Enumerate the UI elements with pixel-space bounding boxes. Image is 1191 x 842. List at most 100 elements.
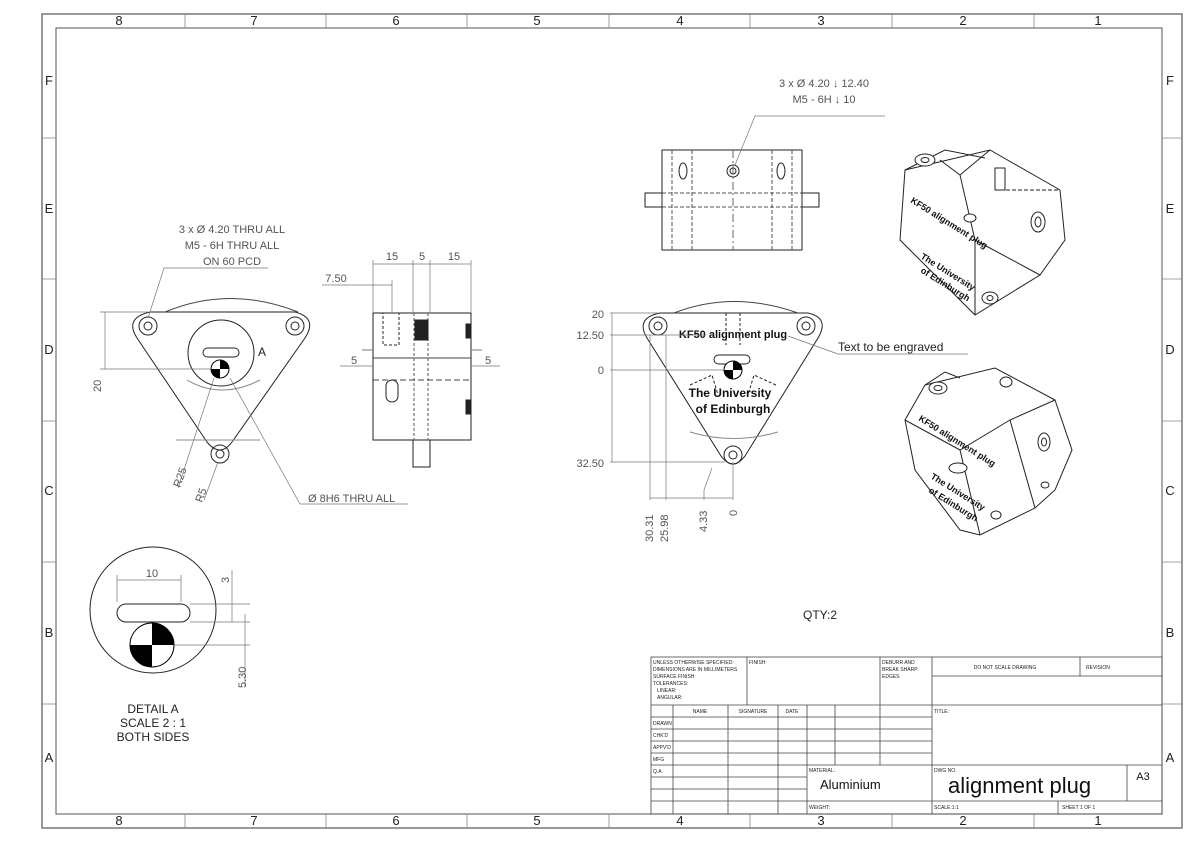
zone-bottom-5: 5 (533, 813, 540, 828)
tb-sheet-label: SHEET 1 OF 1 (1062, 805, 1095, 811)
dim-15-right: 15 (448, 251, 460, 263)
zone-left-A: A (45, 750, 54, 765)
tb-dwg-number: alignment plug (948, 773, 1091, 798)
tb-deburr-3: EDGES (882, 674, 900, 680)
tb-tolerance-3: SURFACE FINISH: (653, 674, 696, 680)
zone-bottom-6: 6 (392, 813, 399, 828)
ordinate-x-25-98: 25.98 (659, 514, 671, 542)
zone-left-C: C (44, 483, 53, 498)
tb-header-signature: SIGNATURE (739, 709, 768, 715)
ordinate-y-0: 0 (598, 365, 604, 377)
engrave-note: Text to be engraved (838, 340, 943, 354)
dim-15-left: 15 (386, 251, 398, 263)
tb-tolerance-6: ANGULAR: (657, 695, 683, 701)
detail-dim-3: 3 (220, 577, 232, 583)
tb-tolerance-5: LINEAR: (657, 688, 676, 694)
front-view-left (132, 298, 311, 464)
dim-5-right: 5 (485, 355, 491, 367)
front-left-leaders (100, 267, 408, 505)
zone-bottom-1: 1 (1094, 813, 1101, 828)
ordinate-x-4-33: 4.33 (698, 511, 710, 532)
zone-bottom-2: 2 (959, 813, 966, 828)
tb-title-label: TITLE: (934, 709, 949, 715)
tb-finish: FINISH: (749, 660, 767, 666)
front-left-hole-callout-line1: 3 x Ø 4.20 THRU ALL (179, 224, 285, 236)
front-right-datum-target (723, 360, 743, 380)
side-view-dim-lines (322, 260, 500, 367)
dim-5-left: 5 (351, 355, 357, 367)
tb-revision: REVISION (1086, 665, 1110, 671)
zone-left-B: B (45, 625, 54, 640)
top-view (644, 149, 820, 251)
detail-marker-a: A (258, 345, 266, 359)
tb-tolerance-4: TOLERANCES: (653, 681, 688, 687)
side-view (362, 312, 482, 468)
tb-row-qa: Q.A (653, 769, 662, 775)
detail-view-a (89, 546, 217, 674)
tb-row-mfg: MFG (653, 757, 664, 763)
tb-deburr-1: DEBURR AND (882, 660, 915, 666)
tb-material-value: Aluminium (820, 777, 881, 792)
dim-20-vertical: 20 (92, 380, 104, 392)
zone-bottom-3: 3 (817, 813, 824, 828)
tb-tolerance-1: UNLESS OTHERWISE SPECIFIED: (653, 660, 734, 666)
dim-7-50: 7.50 (325, 273, 346, 285)
zone-bottom-4: 4 (676, 813, 683, 828)
tb-do-not-scale: DO NOT SCALE DRAWING (974, 665, 1037, 671)
tb-row-chkd: CHK'D (653, 733, 669, 739)
zone-ticks (42, 14, 1182, 828)
bore-callout: Ø 8H6 THRU ALL (308, 493, 395, 505)
detail-dim-5-30: 5.30 (237, 667, 249, 688)
zone-left-D: D (44, 342, 53, 357)
ordinate-y-32-50: 32.50 (576, 458, 604, 470)
front-right-dim-lines (610, 312, 968, 500)
engraving-line2: The University (689, 386, 772, 400)
tb-scale-label: SCALE:1:1 (934, 805, 959, 811)
tb-dwg-label: DWG NO. (934, 768, 957, 774)
zone-top-5: 5 (533, 13, 540, 28)
ordinate-x-0: 0 (728, 510, 740, 516)
tb-material-label: MATERIAL: (809, 768, 835, 774)
zone-top-7: 7 (250, 13, 257, 28)
zone-right-D: D (1165, 342, 1174, 357)
zone-top-1: 1 (1094, 13, 1101, 28)
dim-r25: R25 (172, 466, 190, 489)
tb-tolerance-2: DIMENSIONS ARE IN MILLIMETERS (653, 667, 738, 673)
tb-header-name: NAME (693, 709, 708, 715)
zone-right-F: F (1166, 73, 1174, 88)
detail-dim-lines (116, 570, 250, 686)
zone-top-3: 3 (817, 13, 824, 28)
ordinate-y-12-50: 12.50 (576, 330, 604, 342)
zone-left-F: F (45, 73, 53, 88)
isometric-view-1 (899, 149, 1066, 316)
front-left-datum-target (210, 359, 230, 379)
tb-sheet-size: A3 (1136, 771, 1149, 783)
tb-deburr-2: BREAK SHARP (882, 667, 918, 673)
zone-top-8: 8 (115, 13, 122, 28)
top-view-leader (734, 115, 885, 166)
title-block (650, 656, 1163, 815)
zone-top-4: 4 (676, 13, 683, 28)
front-left-hole-callout-line3: ON 60 PCD (203, 256, 261, 268)
zone-left-E: E (45, 201, 54, 216)
isometric-view-2 (904, 367, 1073, 536)
zone-right-C: C (1165, 483, 1174, 498)
detail-caption-line2: SCALE 2 : 1 (120, 716, 186, 730)
zone-right-E: E (1166, 201, 1175, 216)
engraving-line1: KF50 alignment plug (679, 329, 787, 341)
quantity-label: QTY:2 (803, 608, 837, 622)
zone-right-B: B (1166, 625, 1175, 640)
ordinate-x-30-31: 30.31 (644, 514, 656, 542)
top-hole-callout-line1: 3 x Ø 4.20 ↓ 12.40 (779, 78, 869, 90)
detail-caption-line3: BOTH SIDES (117, 730, 190, 744)
dim-r5: R5 (194, 487, 210, 504)
tb-row-appvd: APPV'D (653, 745, 671, 751)
zone-bottom-8: 8 (115, 813, 122, 828)
tb-header-date: DATE (786, 709, 800, 715)
zone-bottom-7: 7 (250, 813, 257, 828)
zone-top-6: 6 (392, 13, 399, 28)
ordinate-y-20: 20 (592, 309, 604, 321)
detail-dim-10: 10 (146, 568, 158, 580)
dim-5-top: 5 (419, 251, 425, 263)
